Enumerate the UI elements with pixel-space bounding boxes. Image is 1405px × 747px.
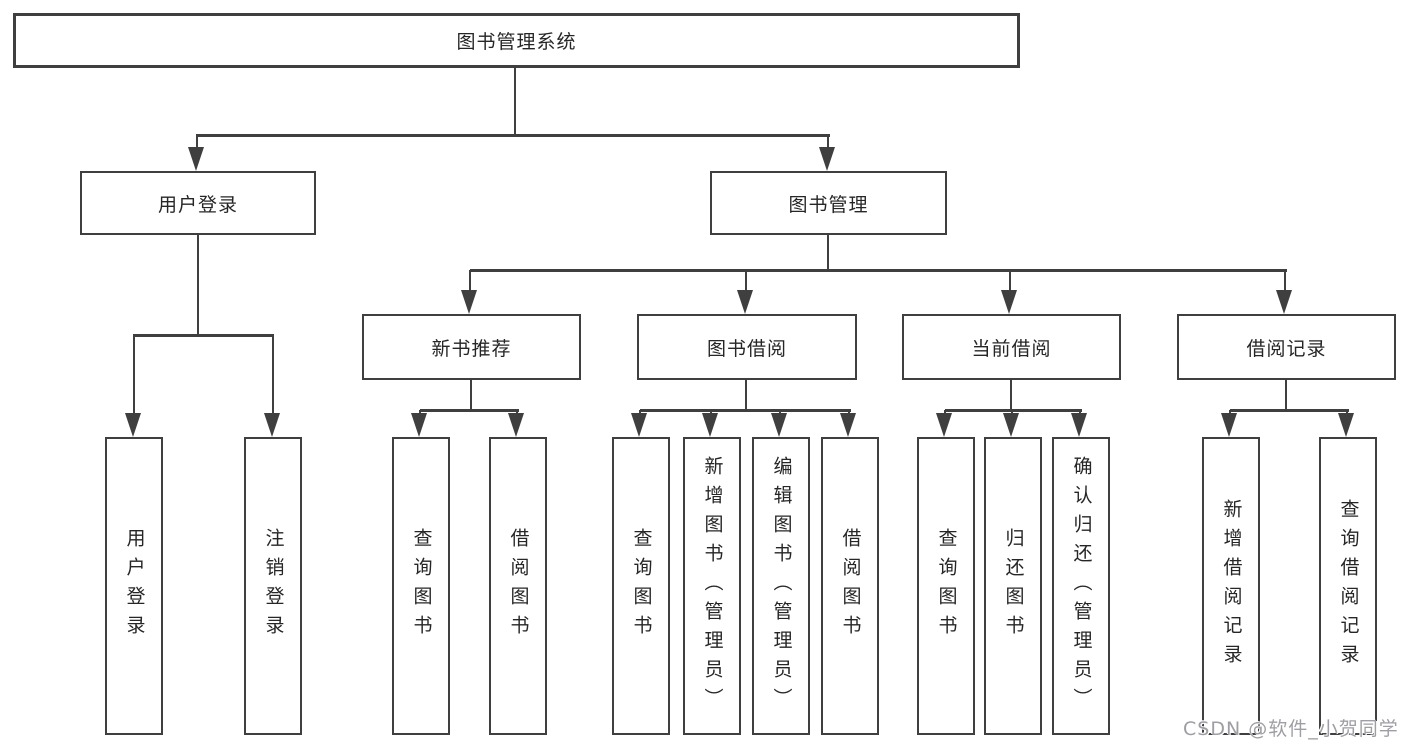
arrow-down-icon	[461, 290, 477, 314]
leaf-records-query-record: 查询借阅记录	[1319, 437, 1377, 735]
arrow-down-icon	[840, 413, 856, 437]
node-current-borrowing-label: 当前借阅	[971, 337, 1052, 360]
leaf-recommend-borrow-books: 借阅图书	[489, 437, 547, 735]
arrow-down-icon	[1071, 413, 1087, 437]
node-user-login: 用户登录	[80, 171, 316, 235]
leaf-borrowing-query-books-label: 查询图书	[630, 528, 653, 644]
arrow-down-icon	[188, 147, 204, 171]
node-borrowing-records: 借阅记录	[1177, 314, 1396, 380]
connector-line	[470, 269, 1287, 272]
leaf-recommend-borrow-books-label: 借阅图书	[507, 528, 530, 644]
leaf-logout-label: 注销登录	[262, 528, 285, 644]
node-book-management: 图书管理	[710, 171, 947, 235]
arrow-down-icon	[1338, 413, 1354, 437]
arrow-down-icon	[264, 413, 280, 437]
arrow-down-icon	[508, 413, 524, 437]
node-new-book-recommendation: 新书推荐	[362, 314, 581, 380]
watermark: CSDN @软件_小贺同学	[1183, 718, 1399, 740]
arrow-down-icon	[411, 413, 427, 437]
node-book-borrowing-label: 图书借阅	[706, 337, 787, 360]
leaf-borrowing-add-books-label: 新增图书（管理员）	[701, 455, 724, 717]
connector-line	[1010, 380, 1012, 411]
arrow-down-icon	[1276, 290, 1292, 314]
leaf-current-confirm-return: 确认归还（管理员）	[1052, 437, 1110, 735]
arrow-down-icon	[1003, 413, 1019, 437]
leaf-recommend-query-books: 查询图书	[392, 437, 450, 735]
connector-line	[1009, 270, 1011, 292]
connector-line	[945, 409, 1082, 412]
connector-line	[1285, 380, 1287, 411]
leaf-current-return-books: 归还图书	[984, 437, 1042, 735]
node-root: 图书管理系统	[13, 13, 1020, 68]
arrow-down-icon	[771, 413, 787, 437]
connector-line	[827, 235, 829, 271]
leaf-user-login: 用户登录	[105, 437, 163, 735]
leaf-current-confirm-return-label: 确认归还（管理员）	[1070, 455, 1093, 717]
leaf-current-return-books-label: 归还图书	[1002, 528, 1025, 644]
leaf-borrowing-edit-books: 编辑图书（管理员）	[752, 437, 810, 735]
arrow-down-icon	[702, 413, 718, 437]
leaf-current-query-books: 查询图书	[917, 437, 975, 735]
connector-line	[470, 380, 472, 411]
connector-line	[514, 68, 516, 135]
connector-line	[745, 380, 747, 411]
connector-line	[1230, 409, 1349, 412]
arrow-down-icon	[125, 413, 141, 437]
leaf-logout: 注销登录	[244, 437, 302, 735]
leaf-current-query-books-label: 查询图书	[935, 528, 958, 644]
arrow-down-icon	[737, 290, 753, 314]
connector-line	[469, 270, 471, 292]
arrow-down-icon	[819, 147, 835, 171]
node-root-label: 图书管理系统	[456, 31, 577, 53]
leaf-borrowing-edit-books-label: 编辑图书（管理员）	[770, 455, 793, 717]
leaf-records-add-record-label: 新增借阅记录	[1220, 499, 1243, 673]
node-borrowing-records-label: 借阅记录	[1246, 337, 1327, 360]
connector-line	[420, 409, 519, 412]
leaf-user-login-label: 用户登录	[123, 528, 146, 644]
leaf-records-add-record: 新增借阅记录	[1202, 437, 1260, 735]
node-user-login-label: 用户登录	[157, 193, 238, 216]
connector-line	[827, 135, 829, 151]
leaf-borrowing-add-books: 新增图书（管理员）	[683, 437, 741, 735]
node-book-management-label: 图书管理	[788, 193, 869, 216]
connector-line	[272, 335, 274, 415]
connector-line	[133, 334, 274, 337]
connector-line	[196, 134, 830, 137]
leaf-borrowing-query-books: 查询图书	[612, 437, 670, 735]
leaf-borrowing-borrow-books-label: 借阅图书	[839, 528, 862, 644]
connector-line	[640, 409, 851, 412]
leaf-records-query-record-label: 查询借阅记录	[1337, 499, 1360, 673]
node-book-borrowing: 图书借阅	[637, 314, 857, 380]
arrow-down-icon	[1001, 290, 1017, 314]
arrow-down-icon	[936, 413, 952, 437]
arrow-down-icon	[631, 413, 647, 437]
node-new-book-recommendation-label: 新书推荐	[431, 337, 512, 360]
leaf-borrowing-borrow-books: 借阅图书	[821, 437, 879, 735]
connector-line	[1284, 270, 1286, 292]
arrow-down-icon	[1221, 413, 1237, 437]
connector-line	[745, 270, 747, 292]
connector-line	[197, 235, 199, 335]
node-current-borrowing: 当前借阅	[902, 314, 1121, 380]
leaf-recommend-query-books-label: 查询图书	[410, 528, 433, 644]
connector-line	[196, 135, 198, 151]
connector-line	[133, 335, 135, 415]
